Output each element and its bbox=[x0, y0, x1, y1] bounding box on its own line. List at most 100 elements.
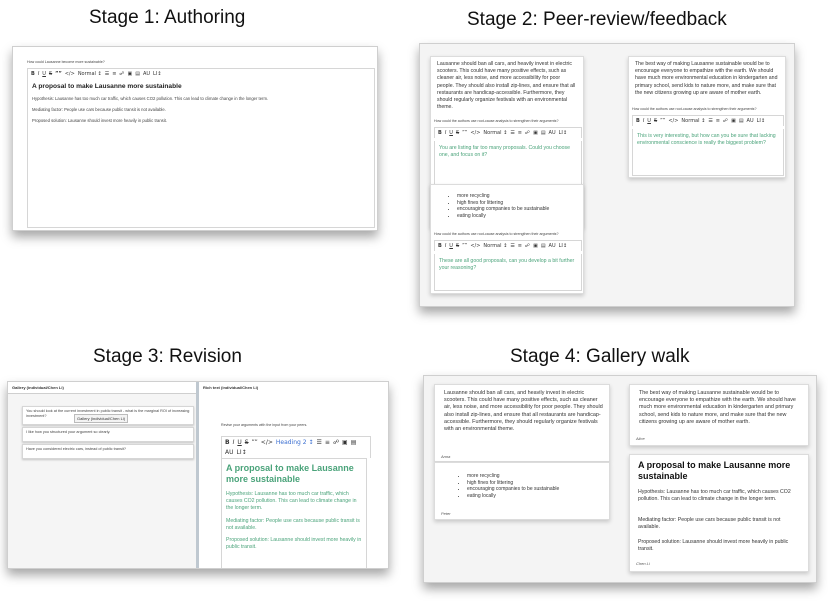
format-select[interactable]: Normal ↕ bbox=[77, 71, 102, 77]
ordered-list-icon[interactable]: ☰ bbox=[510, 130, 515, 136]
bullet-list-icon[interactable]: ≡ bbox=[715, 118, 720, 124]
quote-button[interactable]: ”” bbox=[55, 71, 62, 77]
quote-button[interactable]: ”” bbox=[251, 439, 258, 446]
stage1-editor[interactable]: A proposal to make Lausanne more sustain… bbox=[27, 79, 375, 228]
italic-button[interactable]: I bbox=[444, 130, 447, 136]
bold-button[interactable]: B bbox=[225, 439, 230, 446]
stage2-feedback-editor-b[interactable]: These are all good proposals, can you de… bbox=[434, 254, 582, 291]
stage2-feedback-c: This is very interesting, but how can yo… bbox=[637, 133, 776, 147]
bold-button[interactable]: B bbox=[636, 118, 640, 124]
li-select[interactable]: LI↕ bbox=[558, 243, 568, 249]
underline-button[interactable]: U bbox=[237, 439, 242, 446]
list-item: more recycling bbox=[467, 473, 559, 480]
italic-button[interactable]: I bbox=[642, 118, 645, 124]
code-button[interactable]: </> bbox=[470, 130, 481, 136]
image-icon[interactable]: ▣ bbox=[533, 130, 538, 136]
stage3-left-header: Gallery (individual/Chen Li) bbox=[8, 382, 196, 394]
comment-row[interactable]: Have you considered electric cars, inste… bbox=[22, 444, 194, 459]
table-icon[interactable]: ▤ bbox=[350, 439, 357, 446]
bold-button[interactable]: B bbox=[438, 243, 442, 249]
bold-button[interactable]: B bbox=[438, 130, 442, 136]
li-select[interactable]: LI↕ bbox=[558, 130, 568, 136]
stage3-right-header: Rich text (individual/Chen Li) bbox=[199, 382, 388, 393]
link-icon[interactable]: ☍ bbox=[723, 118, 729, 124]
italic-button[interactable]: I bbox=[232, 439, 235, 446]
code-button[interactable]: </> bbox=[668, 118, 679, 124]
li-select[interactable]: LI↕ bbox=[756, 118, 766, 124]
bullet-list-icon[interactable]: ≡ bbox=[517, 130, 522, 136]
format-select[interactable]: Normal ↕ bbox=[483, 243, 508, 249]
underline-button[interactable]: U bbox=[449, 130, 453, 136]
quote-button[interactable]: ”” bbox=[462, 243, 468, 249]
au-button[interactable]: AU bbox=[225, 449, 234, 456]
table-icon[interactable]: ▤ bbox=[738, 118, 744, 124]
au-button[interactable]: AU bbox=[548, 243, 556, 249]
stage2-toolbar-c: B I U S ”” </> Normal ↕ ☰ ≡ ☍ ▣ ▤ AU LI↕ bbox=[632, 115, 784, 126]
italic-button[interactable]: I bbox=[444, 243, 447, 249]
underline-button[interactable]: U bbox=[647, 118, 651, 124]
italic-button[interactable]: I bbox=[37, 71, 40, 77]
gallery-card-alice[interactable]: The best way of making Lausanne sustaina… bbox=[629, 384, 809, 446]
underline-button[interactable]: U bbox=[449, 243, 453, 249]
image-icon[interactable]: ▣ bbox=[342, 439, 348, 446]
stage3-title: Stage 3: Revision bbox=[93, 346, 242, 367]
stage2-feedback-editor-c[interactable]: This is very interesting, but how can yo… bbox=[632, 129, 784, 176]
list-item: eating locally bbox=[467, 493, 559, 500]
stage2-prompt-a: How could the authors use root-cause ana… bbox=[434, 119, 559, 123]
code-button[interactable]: </> bbox=[64, 71, 75, 77]
bullet-list-icon[interactable]: ≡ bbox=[324, 439, 330, 446]
strike-button[interactable]: S bbox=[455, 243, 460, 249]
ordered-list-icon[interactable]: ☰ bbox=[708, 118, 713, 124]
stage3-richtext-pane: Rich text (individual/Chen Li) Revise yo… bbox=[199, 382, 388, 568]
stage4-essay-a: Lausanne should ban all cars, and heavil… bbox=[444, 390, 603, 433]
link-icon[interactable]: ☍ bbox=[119, 71, 125, 77]
table-icon[interactable]: ▤ bbox=[540, 130, 546, 136]
format-select[interactable]: Normal ↕ bbox=[681, 118, 706, 124]
li-select[interactable]: LI↕ bbox=[236, 449, 247, 456]
image-icon[interactable]: ▣ bbox=[127, 71, 133, 77]
quote-button[interactable]: ”” bbox=[660, 118, 666, 124]
strike-button[interactable]: S bbox=[48, 71, 53, 77]
au-button[interactable]: AU bbox=[142, 71, 151, 77]
stage3-screenshot: Gallery (individual/Chen Li) You should … bbox=[7, 381, 389, 569]
bullet-list-icon[interactable]: ≡ bbox=[517, 243, 522, 249]
stage1-toolbar: B I U S ”” </> Normal ↕ ☰ ≡ ☍ ▣ ▤ AU LI↕ bbox=[27, 68, 375, 79]
stage1-screenshot: How could Lausanne become more sustainab… bbox=[12, 46, 378, 231]
link-icon[interactable]: ☍ bbox=[525, 243, 531, 249]
ordered-list-icon[interactable]: ☰ bbox=[104, 71, 110, 77]
strike-button[interactable]: S bbox=[455, 130, 460, 136]
au-button[interactable]: AU bbox=[548, 130, 556, 136]
image-icon[interactable]: ▣ bbox=[533, 243, 538, 249]
bold-button[interactable]: B bbox=[31, 71, 35, 77]
comment-row[interactable]: I like how you structured your argument … bbox=[22, 427, 194, 442]
format-select[interactable]: Heading 2 ↕ bbox=[275, 439, 314, 446]
format-select[interactable]: Normal ↕ bbox=[483, 130, 508, 136]
gallery-card-anna[interactable]: Lausanne should ban all cars, and heavil… bbox=[434, 384, 610, 462]
image-icon[interactable]: ▣ bbox=[731, 118, 736, 124]
stage4-doc-title: A proposal to make Lausanne more sustain… bbox=[638, 460, 791, 481]
stage3-editor[interactable]: A proposal to make Lausanne more sustain… bbox=[221, 458, 367, 568]
link-icon[interactable]: ☍ bbox=[525, 130, 531, 136]
table-icon[interactable]: ▤ bbox=[540, 243, 546, 249]
ordered-list-icon[interactable]: ☰ bbox=[316, 439, 322, 446]
table-icon[interactable]: ▤ bbox=[135, 71, 140, 77]
stage3-gallery-pane: Gallery (individual/Chen Li) You should … bbox=[8, 382, 199, 568]
bullet-list-icon[interactable]: ≡ bbox=[112, 71, 117, 77]
gallery-card-peter[interactable]: more recycling high fines for littering … bbox=[434, 462, 610, 520]
list-item: eating locally bbox=[457, 213, 549, 220]
strike-button[interactable]: S bbox=[244, 439, 249, 446]
code-button[interactable]: </> bbox=[470, 243, 481, 249]
code-button[interactable]: </> bbox=[260, 439, 273, 446]
stage2-toolbar-b: B I U S ”” </> Normal ↕ ☰ ≡ ☍ ▣ ▤ AU LI↕ bbox=[434, 240, 582, 251]
stage4-solution: Proposed solution: Lausanne should inves… bbox=[638, 539, 789, 553]
quote-button[interactable]: ”” bbox=[462, 130, 468, 136]
underline-button[interactable]: U bbox=[42, 71, 46, 77]
strike-button[interactable]: S bbox=[653, 118, 658, 124]
li-select[interactable]: LI↕ bbox=[153, 71, 162, 77]
gallery-card-chen-li[interactable]: A proposal to make Lausanne more sustain… bbox=[629, 454, 809, 572]
link-icon[interactable]: ☍ bbox=[332, 439, 340, 446]
stage2-essay-b: The best way of making Lausanne sustaina… bbox=[635, 61, 778, 96]
au-button[interactable]: AU bbox=[746, 118, 754, 124]
stage2-screenshot: Lausanne should ban all cars, and heavil… bbox=[419, 43, 795, 307]
ordered-list-icon[interactable]: ☰ bbox=[510, 243, 515, 249]
